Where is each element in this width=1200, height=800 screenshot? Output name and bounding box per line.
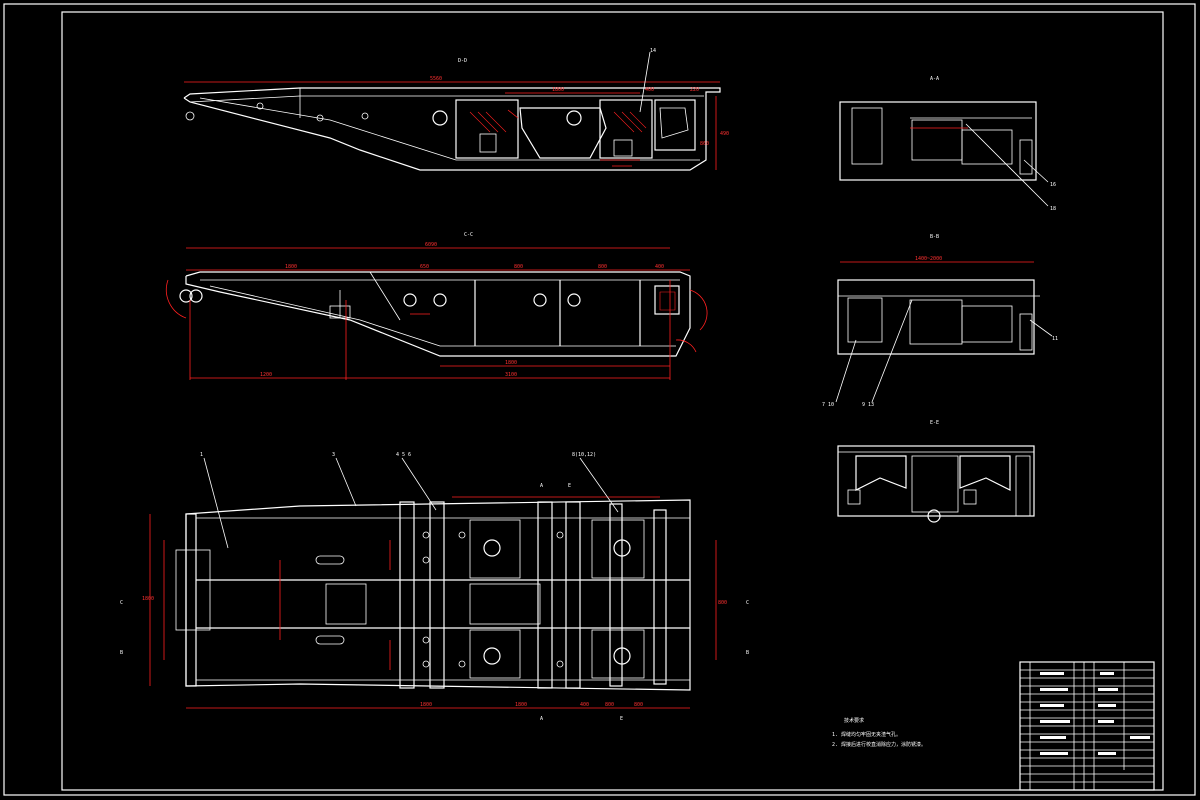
callout-1: 1 (200, 452, 203, 458)
marker-b-right: B (746, 650, 749, 656)
dim-plan-bot5: 800 (634, 702, 643, 708)
notes-line1: 1. 焊缝均匀牢固无夹渣气孔。 (832, 731, 901, 738)
callout-18: 18 (1050, 206, 1056, 212)
dim-top-d3: 220 (690, 87, 699, 93)
dim-top-d2: 400 (645, 87, 654, 93)
notes-heading: 技术要求 (844, 717, 864, 724)
section-a-title: A-A (930, 76, 939, 82)
inner-frame (61, 11, 1164, 791)
dim-mid-overall: 6090 (425, 242, 437, 248)
dim-plan-bot4: 800 (605, 702, 614, 708)
marker-a-bottom: A (540, 716, 543, 722)
dim-mid-b3: 1200 (260, 372, 272, 378)
section-a-a: A-A 16 18 (839, 76, 1056, 212)
mid-elevation-view: C-C 6090 1800 650 800 800 400 1200 3100 … (165, 232, 708, 380)
dim-top-h1: 490 (720, 131, 729, 137)
mid-view-title: C-C (464, 232, 473, 238)
dim-mid-b2: 3100 (505, 372, 517, 378)
callout-11: 11 (1052, 336, 1058, 342)
dim-plan-w1: 1800 (142, 596, 154, 602)
marker-e-bottom: E (620, 716, 623, 722)
section-b-title: B-B (930, 234, 939, 240)
dim-mid-d2: 650 (420, 264, 429, 270)
dim-mid-d3: 800 (514, 264, 523, 270)
marker-c-left: C (120, 600, 123, 606)
outer-frame (3, 3, 1196, 796)
callout-456: 4 5 6 (396, 452, 411, 458)
marker-e-top: E (568, 483, 571, 489)
dim-mid-d4: 800 (598, 264, 607, 270)
marker-b-left: B (120, 650, 123, 656)
top-view-title: D-D (458, 58, 467, 64)
top-elevation-view: D-D 5560 1800 400 220 490 (183, 48, 729, 171)
marker-a-top: A (540, 483, 543, 489)
dim-plan-bot2: 1800 (515, 702, 527, 708)
dim-top-overall: 5560 (430, 76, 442, 82)
callout-3: 3 (332, 452, 335, 458)
callout-8: 8(10,12) (572, 452, 596, 458)
title-block (1019, 661, 1155, 791)
callout-7: 7 10 (822, 402, 834, 408)
dim-mid-b1: 1800 (505, 360, 517, 366)
plan-view: 1800 800 1800 1800 400 800 800 C B C B A… (120, 452, 749, 722)
dim-mid-d5: 400 (655, 264, 664, 270)
dim-plan-bot3: 400 (580, 702, 589, 708)
section-e-title: E-E (930, 420, 939, 426)
dim-plan-w2: 800 (718, 600, 727, 606)
section-b-b: B-B 1400~2000 11 7 10 9 13 (822, 234, 1058, 408)
dim-top-h2: 860 (700, 141, 709, 147)
callout-16: 16 (1050, 182, 1056, 188)
callout-14: 14 (650, 48, 656, 54)
dim-mid-d1: 1800 (285, 264, 297, 270)
section-e-e: E-E (837, 420, 1035, 523)
callout-9: 9 13 (862, 402, 874, 408)
dim-top-d1: 1800 (552, 87, 564, 93)
notes-line2: 2. 焊接后进行校直消除应力，涂防锈漆。 (832, 741, 926, 748)
marker-c-right: C (746, 600, 749, 606)
technical-notes: 技术要求 1. 焊缝均匀牢固无夹渣气孔。 2. 焊接后进行校直消除应力，涂防锈漆… (832, 717, 926, 748)
dim-plan-bot1: 1800 (420, 702, 432, 708)
dim-sec-b-width: 1400~2000 (915, 256, 942, 262)
